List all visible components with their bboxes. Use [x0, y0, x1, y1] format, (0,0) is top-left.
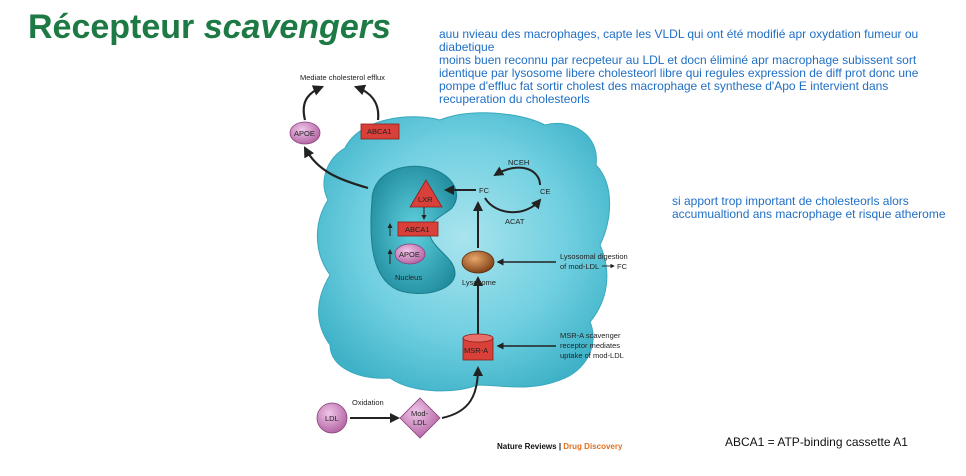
msra-receptor-top: [462, 333, 494, 343]
apoe-nuclear-label: APOE: [399, 250, 420, 259]
note-line-1: auu nvieau des macrophages, capte les VL…: [439, 27, 919, 54]
abca1-footnote: ABCA1 = ATP-binding cassette A1: [725, 435, 908, 449]
lysosome: [461, 250, 495, 274]
nceh-label: NCEH: [508, 158, 529, 167]
mod-ldl-label-1: Mod-: [411, 409, 429, 418]
cycle-arrow-nceh: [493, 166, 541, 186]
abca1-nuclear: [397, 221, 439, 237]
msra-note-1: MSR-A scavenger: [560, 331, 621, 340]
abca1-membrane: [360, 123, 400, 140]
page-title: Récepteur scavengers: [28, 8, 391, 47]
lyso-digest-label-1: Lysosomal digestion: [560, 252, 628, 261]
cycle-arrow-acat: [484, 197, 542, 214]
abca1-membrane-label: ABCA1: [367, 127, 392, 136]
lyso-digest-fc-label: FC: [617, 262, 628, 271]
credit-journal: Nature Reviews: [497, 442, 557, 451]
apoe-secreted-label: APOE: [294, 129, 315, 138]
credit-separator: |: [557, 442, 564, 451]
efflux-arrow-up-right: [353, 84, 380, 121]
lxr-triangle: [409, 179, 443, 208]
ce-label: CE: [540, 187, 550, 196]
efflux-label: Mediate cholesterol efflux: [300, 73, 385, 82]
oxidation-label: Oxidation: [352, 398, 384, 407]
efflux-arrow-left: [303, 146, 369, 190]
explanation-note-side: si apport trop important de cholesteorls…: [672, 195, 962, 221]
mod-ldl-label-2: LDL: [413, 418, 427, 427]
lxr-label: LXR: [418, 195, 433, 204]
msra-note-3: uptake of mod-LDL: [560, 351, 624, 360]
nucleus-label: Nucleus: [395, 273, 422, 282]
credit-section: Drug Discovery: [563, 442, 623, 451]
note-side-text: si apport trop important de cholesteorls…: [672, 194, 946, 221]
lyso-digest-label-2: of mod-LDL: [560, 262, 599, 271]
mod-ldl-uptake-arrow: [441, 366, 483, 419]
abca1-nuclear-label: ABCA1: [405, 225, 430, 234]
ldl-label: LDL: [325, 414, 339, 423]
note-line-2: moins buen reconnu par recpeteur au LDL …: [439, 53, 919, 106]
mod-ldl-particle: [399, 397, 441, 439]
fc-label: FC: [479, 186, 490, 195]
title-italic: scavengers: [203, 8, 391, 46]
apoe-nuclear: [394, 243, 426, 265]
explanation-note-top: auu nvieau des macrophages, capte les VL…: [439, 28, 939, 106]
title-main: Récepteur: [28, 8, 204, 46]
efflux-arrow-up-left: [302, 85, 325, 121]
msra-label: MSR-A: [464, 346, 488, 355]
msra-note-2: receptor mediates: [560, 341, 620, 350]
acat-label: ACAT: [505, 217, 525, 226]
apoe-secreted: [289, 121, 321, 145]
figure-credit: Nature Reviews | Drug Discovery: [497, 442, 623, 451]
ldl-particle: [316, 402, 348, 434]
